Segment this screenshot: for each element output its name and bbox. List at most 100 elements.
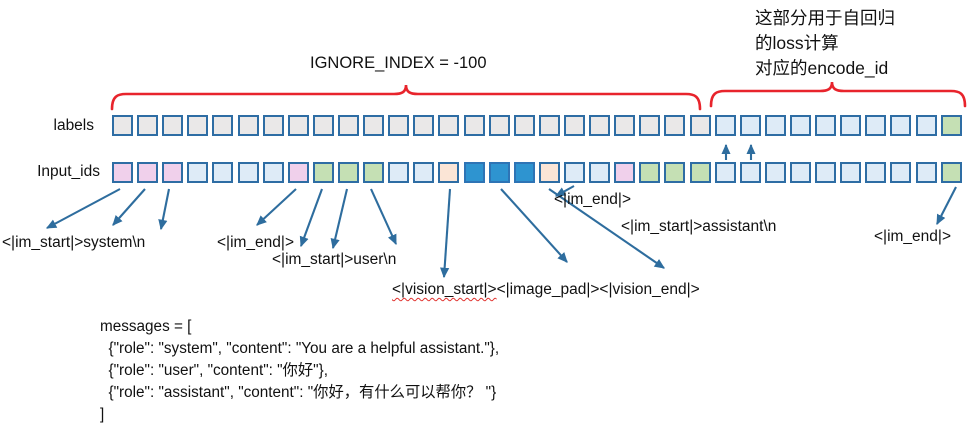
labels-row-title: labels <box>53 117 95 134</box>
token-cell-gray <box>112 115 133 136</box>
token-cell-gray <box>614 115 636 136</box>
code-line: ] <box>100 406 105 423</box>
token-cell-gray <box>162 115 184 136</box>
token-cell-pink <box>287 162 309 183</box>
token-cell-blue <box>764 115 786 136</box>
token-cell-peach <box>538 162 560 183</box>
token-cell-green <box>312 162 334 183</box>
loss-note-line2: 的loss计算 <box>755 33 839 53</box>
input-ids-token-row <box>112 162 962 183</box>
arrow-user-2 <box>330 188 349 250</box>
token-cell-green <box>689 162 711 183</box>
ignore-index-label: IGNORE_INDEX = -100 <box>310 54 487 72</box>
label-im-end-2: <|im_end|> <box>554 191 631 208</box>
token-cell-green <box>664 162 686 183</box>
code-line: messages = [ <box>100 318 192 335</box>
token-cell-blue <box>865 162 887 183</box>
token-cell-gray <box>538 115 560 136</box>
token-cell-blue <box>915 115 937 136</box>
token-cell-gray <box>438 115 460 136</box>
loss-note: 这部分用于自回归 的loss计算 <box>755 6 895 56</box>
label-im-start-system: <|im_start|>system\n <box>2 234 146 251</box>
code-line: {"role": "system", "content": "You are a… <box>100 340 500 357</box>
token-cell-gray <box>262 115 284 136</box>
token-cell-solid <box>463 162 485 183</box>
token-cell-pink <box>112 162 133 183</box>
token-cell-pink <box>137 162 159 183</box>
token-cell-blue <box>840 162 862 183</box>
label-im-end-1: <|im_end|> <box>217 234 294 251</box>
token-cell-gray <box>312 115 334 136</box>
token-cell-blue <box>262 162 284 183</box>
token-cell-peach <box>438 162 460 183</box>
token-cell-gray <box>388 115 410 136</box>
input-ids-row-title: Input_ids <box>37 163 100 180</box>
encode-id-note: 对应的encode_id <box>755 58 889 78</box>
messages-code-block: messages = [ {"role": "system", "content… <box>100 316 499 426</box>
label-vision-rest-tokens: <|image_pad|><|vision_end|> <box>496 281 700 298</box>
token-cell-blue <box>764 162 786 183</box>
token-cell-blue <box>212 162 234 183</box>
token-cell-gray <box>413 115 435 136</box>
token-cell-green <box>940 115 962 136</box>
token-cell-blue <box>739 115 761 136</box>
loss-note-line1: 这部分用于自回归 <box>755 8 895 28</box>
arrow-im-end-3 <box>936 186 957 226</box>
token-cell-blue <box>915 162 937 183</box>
token-cell-gray <box>513 115 535 136</box>
label-im-start-assistant: <|im_start|>assistant\n <box>621 218 777 235</box>
token-cell-blue <box>388 162 410 183</box>
token-cell-gray <box>589 115 611 136</box>
arrow-user-3 <box>370 188 397 246</box>
token-cell-solid <box>488 162 510 183</box>
token-cell-pink <box>162 162 184 183</box>
token-cell-gray <box>137 115 159 136</box>
token-cell-gray <box>488 115 510 136</box>
token-cell-pink <box>614 162 636 183</box>
arrow-system-2 <box>112 188 146 226</box>
token-cell-green <box>639 162 661 183</box>
code-line: {"role": "user", "content": "你好"}, <box>100 362 328 379</box>
token-cell-gray <box>212 115 234 136</box>
token-cell-blue <box>815 115 837 136</box>
token-cell-blue <box>237 162 259 183</box>
label-vision-tokens: <|vision_start|><|image_pad|><|vision_en… <box>392 281 700 299</box>
arrow-system-1 <box>45 188 121 229</box>
arrow-vision-start <box>440 188 452 279</box>
label-im-end-3: <|im_end|> <box>874 228 951 245</box>
token-cell-blue <box>563 162 585 183</box>
labels-token-row <box>112 115 962 136</box>
token-cell-solid <box>513 162 535 183</box>
token-cell-gray <box>689 115 711 136</box>
token-cell-green <box>337 162 359 183</box>
token-cell-blue <box>789 162 811 183</box>
token-cell-gray <box>563 115 585 136</box>
arrow-system-3 <box>158 188 171 231</box>
token-cell-gray <box>664 115 686 136</box>
token-cell-blue <box>413 162 435 183</box>
token-cell-blue <box>714 162 736 183</box>
token-cell-gray <box>337 115 359 136</box>
label-im-start-user: <|im_start|>user\n <box>272 251 397 268</box>
token-cell-green <box>940 162 962 183</box>
token-cell-gray <box>187 115 209 136</box>
label-vision-start-token: <|vision_start|> <box>392 281 497 298</box>
token-cell-blue <box>589 162 611 183</box>
token-cell-blue <box>739 162 761 183</box>
token-cell-gray <box>287 115 309 136</box>
brace-ignore-region <box>110 84 702 111</box>
token-cell-blue <box>187 162 209 183</box>
code-line: {"role": "assistant", "content": "你好，有什么… <box>100 384 497 401</box>
token-cell-gray <box>237 115 259 136</box>
token-cell-blue <box>789 115 811 136</box>
token-cell-blue <box>865 115 887 136</box>
arrow-user-1 <box>299 188 323 248</box>
token-cell-blue <box>815 162 837 183</box>
token-cell-gray <box>463 115 485 136</box>
token-cell-blue <box>714 115 736 136</box>
token-cell-blue <box>890 115 912 136</box>
token-cell-blue <box>840 115 862 136</box>
token-cell-gray <box>639 115 661 136</box>
token-cell-blue <box>890 162 912 183</box>
